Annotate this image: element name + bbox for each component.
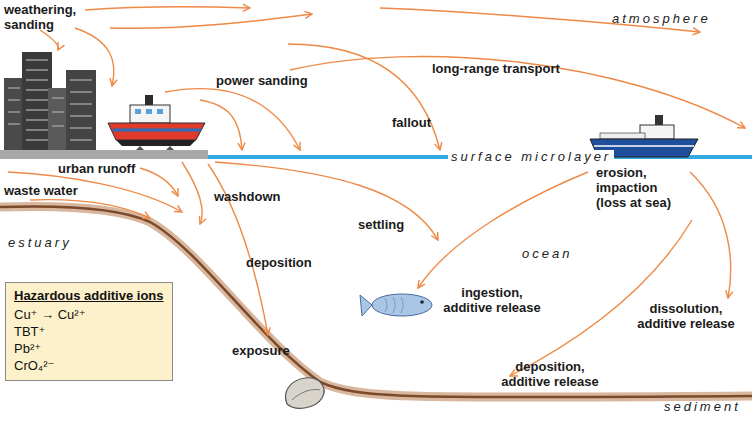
- region-label: atmosphere: [612, 12, 711, 27]
- sediment-line: [0, 206, 752, 397]
- pathway-label: weathering, sanding: [4, 3, 92, 33]
- region-label: sediment: [664, 400, 741, 415]
- ion-formula: TBT⁺: [14, 324, 164, 341]
- ion-box: Hazardous additive ionsCu⁺ → Cu²⁺TBT⁺Pb²…: [5, 282, 173, 381]
- fish: [360, 294, 432, 316]
- pathway-label: washdown: [214, 190, 280, 205]
- pathway-label: waste water: [4, 184, 78, 199]
- mussel: [286, 378, 324, 408]
- ion-formula: Pb²⁺: [14, 341, 164, 358]
- pathway-label: long-range transport: [432, 62, 560, 77]
- sediment-line: [0, 206, 752, 397]
- city-buildings: [4, 52, 96, 150]
- pathway-label: deposition, additive release: [494, 360, 606, 390]
- region-label: estuary: [8, 236, 72, 251]
- box-heading: Hazardous additive ions: [14, 288, 164, 305]
- ground-strip: [0, 150, 208, 159]
- pathway-label: erosion, impaction (loss at sea): [596, 166, 688, 211]
- ion-formula: CrO₄²⁻: [14, 358, 164, 375]
- region-label: ocean: [522, 247, 572, 262]
- pathway-label: dissolution, additive release: [630, 302, 742, 332]
- region-label: surface microlayer: [448, 150, 614, 165]
- pathway-label: deposition: [246, 256, 312, 271]
- pathway-label: exposure: [232, 344, 290, 359]
- pathway-label: ingestion, additive release: [436, 286, 548, 316]
- pathway-label: settling: [358, 218, 404, 233]
- tug-boat: [108, 95, 205, 150]
- pathway-label: urban runoff: [58, 162, 135, 177]
- pathway-label: fallout: [392, 116, 431, 131]
- ion-formula: Cu⁺ → Cu²⁺: [14, 307, 164, 324]
- pathway-label: power sanding: [216, 74, 308, 89]
